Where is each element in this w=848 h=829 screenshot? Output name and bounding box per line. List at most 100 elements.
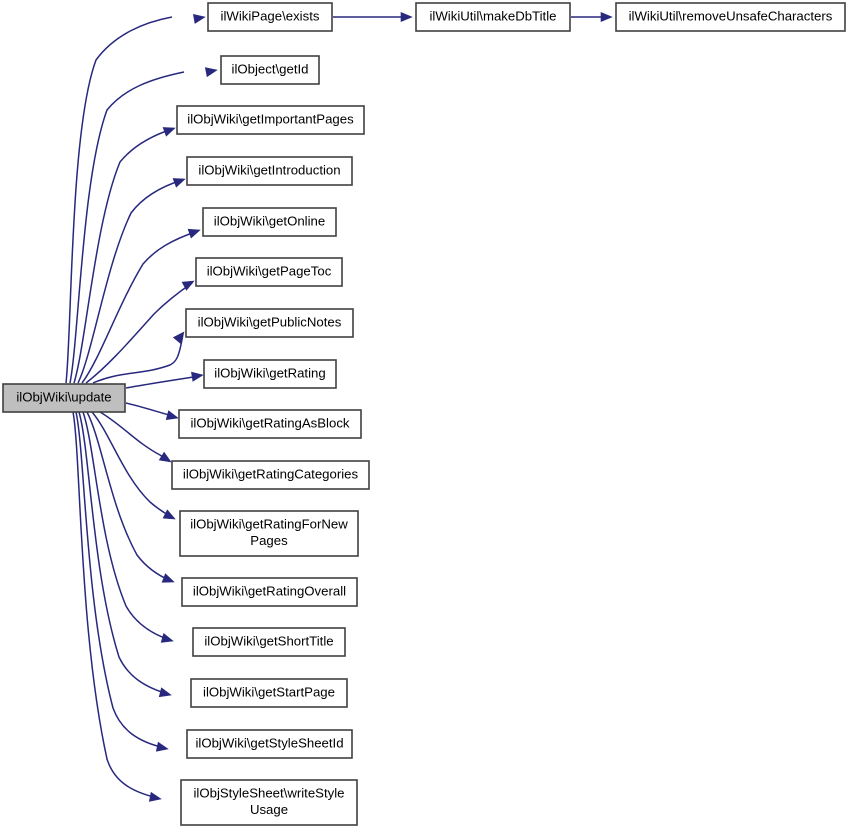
node-label: ilObjWiki\getImportantPages — [187, 111, 354, 126]
arrowhead-icon — [161, 573, 175, 583]
node-box[interactable] — [185, 308, 354, 338]
edges-layer — [65, 11, 613, 802]
graph-node-n17[interactable]: ilWikiUtil\makeDbTitle — [415, 2, 571, 32]
edge-curve — [92, 333, 184, 384]
edge-curve — [86, 411, 172, 582]
call-edge-n0-to-n7 — [92, 331, 185, 384]
node-label: ilObjWiki\getIntroduction — [198, 162, 340, 177]
edge-curve — [78, 411, 169, 695]
edge-curve — [82, 411, 171, 641]
edge-curve — [72, 411, 159, 799]
edge-curve — [75, 411, 166, 749]
node-label: ilObjWiki\getPublicNotes — [198, 314, 342, 329]
arrowhead-icon — [400, 11, 413, 23]
node-box[interactable] — [415, 2, 571, 32]
arrowhead-icon — [160, 633, 174, 643]
node-box[interactable] — [207, 2, 333, 32]
arrowhead-icon — [162, 127, 176, 137]
node-box[interactable] — [186, 729, 353, 759]
graph-node-n15[interactable]: ilObjWiki\getStyleSheetId — [186, 729, 353, 759]
call-edge-n17-to-n18 — [571, 11, 613, 23]
arrowhead-icon — [155, 741, 169, 752]
graph-node-n7[interactable]: ilObjWiki\getPublicNotes — [185, 308, 354, 338]
node-label: ilObjWiki\getRatingForNew — [190, 517, 348, 532]
edge-curve — [77, 179, 183, 384]
call-edge-n0-to-n13 — [82, 411, 174, 643]
node-label: ilWikiPage\exists — [221, 8, 320, 23]
node-label: ilObjWiki\getRatingCategories — [183, 466, 359, 481]
call-edge-n0-to-n1 — [65, 13, 206, 384]
call-edge-n0-to-n14 — [78, 411, 172, 698]
arrowhead-icon — [158, 687, 172, 698]
arrowhead-icon — [192, 13, 206, 24]
node-label: ilObjWiki\getStartPage — [203, 684, 335, 699]
arrowhead-icon — [162, 509, 176, 520]
graph-node-n5[interactable]: ilObjWiki\getOnline — [202, 207, 337, 237]
node-label: ilObjWiki\getRatingAsBlock — [190, 415, 349, 430]
call-edge-n0-to-n4 — [77, 178, 186, 384]
edge-curve — [125, 375, 201, 389]
graph-node-n4[interactable]: ilObjWiki\getIntroduction — [186, 156, 353, 186]
graph-node-n13[interactable]: ilObjWiki\getShortTitle — [192, 627, 346, 657]
arrowhead-icon — [165, 410, 179, 420]
arrowhead-icon — [600, 11, 613, 23]
graph-node-n10[interactable]: ilObjWiki\getRatingCategories — [171, 460, 370, 490]
graph-node-n12[interactable]: ilObjWiki\getRatingOverall — [181, 577, 358, 607]
call-edge-n1-to-n17 — [333, 11, 413, 23]
node-box[interactable] — [181, 577, 358, 607]
node-label: ilObjWiki\getOnline — [214, 213, 325, 228]
call-edge-n0-to-n6 — [85, 280, 195, 384]
node-label: ilObjWiki\getPageToc — [207, 263, 332, 278]
graph-node-n6[interactable]: ilObjWiki\getPageToc — [195, 257, 343, 287]
graph-node-n14[interactable]: ilObjWiki\getStartPage — [190, 678, 348, 708]
arrowhead-icon — [187, 228, 201, 239]
call-edge-n0-to-n8 — [125, 371, 204, 389]
node-label: ilObjWiki\update — [16, 389, 111, 404]
edge-curve — [69, 71, 185, 384]
call-edge-n0-to-n10 — [99, 411, 172, 463]
node-label: ilObjWiki\getRatingOverall — [193, 583, 346, 598]
arrowhead-icon — [148, 791, 162, 802]
node-box[interactable] — [171, 460, 370, 490]
edge-curve — [99, 411, 170, 462]
graph-node-n1[interactable]: ilWikiPage\exists — [207, 2, 333, 32]
edge-curve — [73, 128, 173, 384]
call-edge-n0-to-n15 — [75, 411, 169, 752]
edge-curve — [85, 282, 193, 384]
arrowhead-icon — [172, 331, 185, 344]
node-label: ilObject\getId — [232, 61, 309, 76]
graph-node-n3[interactable]: ilObjWiki\getImportantPages — [176, 105, 365, 135]
node-box[interactable] — [179, 510, 359, 557]
node-box[interactable] — [195, 257, 343, 287]
node-box[interactable] — [186, 156, 353, 186]
edge-curve — [81, 230, 199, 384]
node-box[interactable] — [220, 55, 320, 85]
graph-node-n8[interactable]: ilObjWiki\getRating — [203, 359, 337, 389]
call-edge-n0-to-n12 — [86, 411, 175, 583]
node-box-root[interactable] — [2, 383, 126, 413]
node-box[interactable] — [180, 779, 358, 826]
graph-node-n0[interactable]: ilObjWiki\update — [2, 383, 126, 413]
arrowhead-icon — [191, 371, 204, 382]
node-box[interactable] — [202, 207, 337, 237]
node-box[interactable] — [178, 409, 362, 439]
arrowhead-icon — [204, 67, 218, 78]
node-box[interactable] — [176, 105, 365, 135]
node-label: ilObjWiki\getRating — [214, 365, 325, 380]
node-label: ilObjStyleSheet\writeStyle — [194, 786, 345, 801]
node-box[interactable] — [192, 627, 346, 657]
graph-node-n2[interactable]: ilObject\getId — [220, 55, 320, 85]
graph-node-n18[interactable]: ilWikiUtil\removeUnsafeCharacters — [615, 2, 846, 32]
graph-node-n9[interactable]: ilObjWiki\getRatingAsBlock — [178, 409, 362, 439]
node-box[interactable] — [190, 678, 348, 708]
node-box[interactable] — [203, 359, 337, 389]
node-box[interactable] — [615, 2, 846, 32]
node-label: ilObjWiki\getShortTitle — [204, 633, 333, 648]
call-edge-n0-to-n2 — [69, 67, 218, 384]
node-label: Usage — [250, 802, 288, 817]
